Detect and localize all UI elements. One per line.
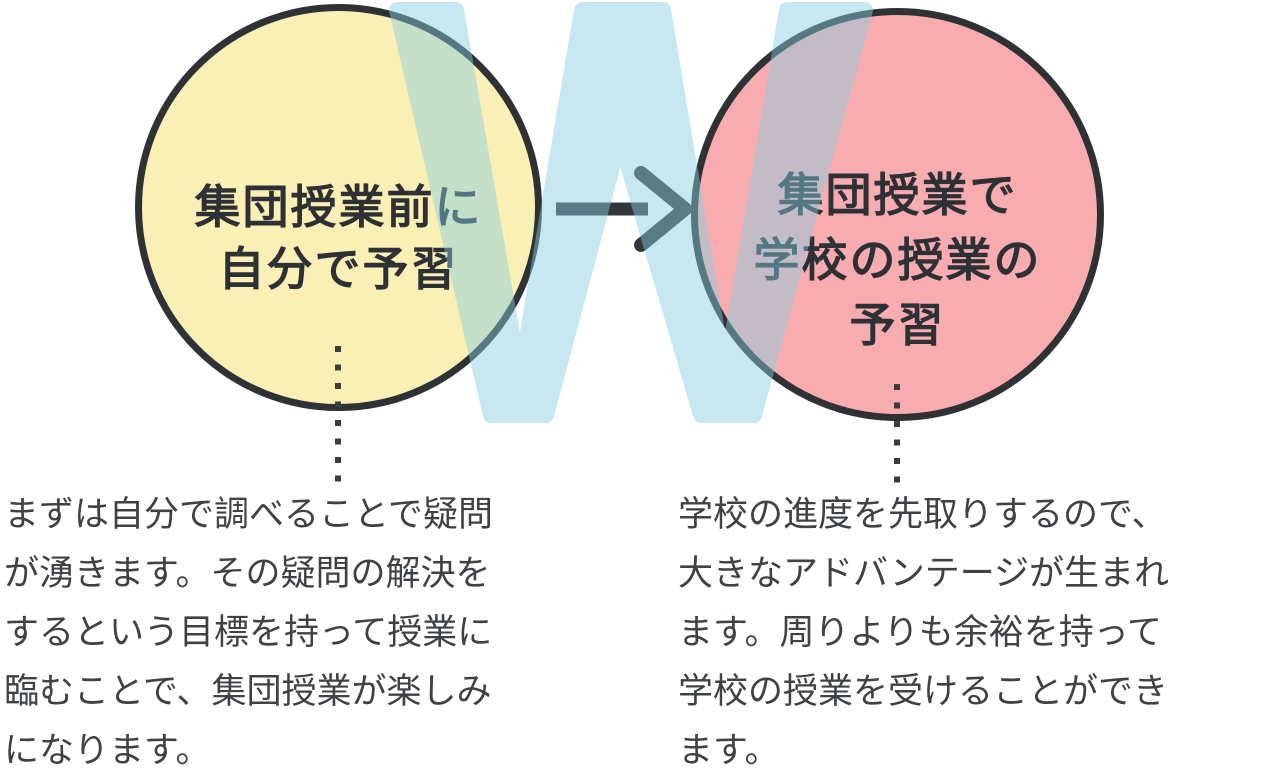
left-circle-title: 集団授業前に 自分で予習 [135, 176, 542, 300]
right-circle-title-line1: 集団授業で [777, 168, 1018, 222]
w-watermark-icon [389, 2, 873, 423]
left-description-line3: するという目標を持って授業に [4, 613, 493, 653]
right-step-circle [691, 8, 1104, 421]
right-circle-title-line3: 予習 [849, 298, 946, 352]
left-description: まずは自分で調べることで疑問 が湧きます。その疑問の解決を するという目標を持っ… [4, 486, 493, 771]
right-description-line1: 学校の進度を先取りするので、 [678, 495, 1167, 535]
left-circle-title-line1: 集団授業前に [194, 180, 483, 234]
left-circle-title-line2: 自分で予習 [218, 242, 459, 296]
right-circle-title-line2: 学校の授業の [753, 233, 1042, 287]
w-letter-shape [389, 2, 873, 423]
right-description-line5: ます。 [678, 731, 780, 771]
right-description-line2: 大きなアドバンテージが生まれ [678, 554, 1170, 594]
arrow-head [634, 166, 692, 252]
right-description-line3: ます。周りよりも余裕を持って [678, 613, 1163, 653]
right-arrow-icon [556, 166, 692, 252]
right-description-line4: 学校の授業を受けることができ [678, 672, 1169, 712]
left-description-line2: が湧きます。その疑問の解決を [4, 554, 491, 594]
right-description: 学校の進度を先取りするので、 大きなアドバンテージが生まれ ます。周りよりも余裕… [678, 486, 1169, 771]
right-circle-title: 集団授業で 学校の授業の 予習 [691, 163, 1104, 358]
left-step-circle [135, 4, 542, 411]
left-description-line4: 臨むことで、集団授業が楽しみ [4, 672, 492, 712]
left-description-line1: まずは自分で調べることで疑問 [4, 495, 493, 535]
left-description-line5: になります。 [4, 731, 211, 771]
